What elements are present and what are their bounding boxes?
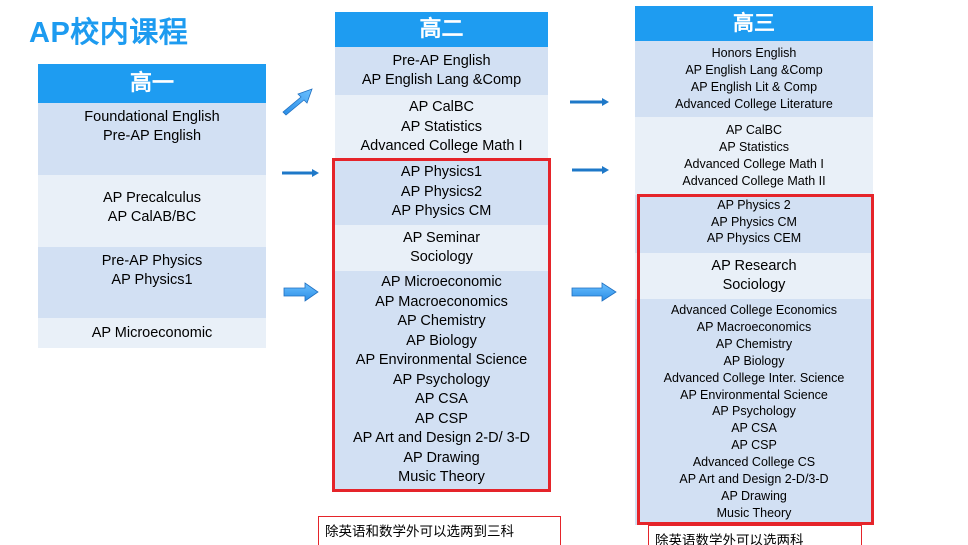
course-name: AP Macroeconomics [696, 319, 812, 334]
course-name: AP Chemistry [715, 336, 793, 351]
course-name: AP English Lang &Comp [361, 72, 522, 88]
course-name: Sociology [722, 277, 786, 293]
course-name: Advanced College Economics [670, 303, 838, 317]
course-name: Foundational English [84, 109, 220, 125]
course-name: AP CalAB/BC [107, 209, 197, 225]
course-name: AP Drawing [721, 488, 787, 503]
page-title: AP校内课程 [29, 17, 189, 49]
course-name: AP Physics1 [111, 272, 193, 288]
course-name: AP Microeconomic [91, 324, 213, 341]
course-name: AP Statistics [719, 140, 789, 155]
grade1-header: 高一 [38, 64, 266, 103]
grade2-selection-note: 除英语和数学外可以选两到三科 [318, 516, 561, 545]
course-name: AP Biology [723, 353, 785, 368]
course-name: AP Physics1 [400, 164, 483, 181]
course-name: Advanced College Inter. Science [663, 370, 845, 385]
course-name: Pre-AP Physics [101, 253, 203, 269]
thin-arrow-right-icon [282, 169, 319, 177]
course-name: Music Theory [716, 505, 792, 520]
course-name: Advanced College Math II [682, 173, 826, 188]
course-name: AP Physics CEM [706, 231, 802, 246]
course-name: AP Seminar [402, 229, 481, 246]
diagonal-arrow-icon [282, 88, 313, 116]
course-name: AP Environmental Science [355, 352, 528, 369]
grade2-header: 高二 [335, 12, 548, 47]
course-name: AP CSA [731, 421, 777, 436]
course-name: AP English Lit & Comp [690, 80, 818, 94]
grade3-physics-cell: AP Physics 2 AP Physics CM AP Physics CEM [635, 195, 873, 253]
grade2-english-cell: Pre-AP English AP English Lang &Comp [335, 47, 548, 95]
course-name: AP Art and Design 2-D/ 3-D [352, 430, 531, 447]
course-name: AP Physics 2 [717, 197, 791, 212]
grade2-elective-highlight [332, 158, 551, 492]
course-name: Pre-AP English [102, 128, 202, 144]
course-name: Advanced College Literature [675, 96, 833, 111]
course-name: Advanced College Math I [684, 157, 824, 171]
course-name: AP CalBC [408, 99, 474, 116]
course-name: AP Physics2 [400, 183, 483, 200]
course-name: Advanced College CS [692, 455, 816, 470]
course-name: AP Psychology [712, 404, 796, 419]
course-name: AP Art and Design 2-D/3-D [679, 472, 829, 487]
grade2-elective-cell: AP Microeconomic AP Macroeconomics AP Chem… [335, 271, 548, 490]
course-name: AP Precalculus [102, 190, 202, 206]
course-name: AP Biology [406, 332, 477, 349]
grade1-elective-cell: AP Microeconomic [38, 318, 266, 348]
thin-arrow-right-icon [570, 98, 609, 106]
course-name: Advanced College Math I [360, 138, 523, 155]
course-name: AP Statistics [400, 118, 483, 135]
grade3-header: 高三 [635, 6, 873, 41]
grade3-elective-cell: Advanced College Economics AP Macroeconom… [635, 299, 873, 525]
grade2-column: 高二 Pre-AP English AP English Lang &Comp A… [335, 12, 548, 490]
course-name: AP CSP [415, 410, 468, 427]
grade1-math-cell: AP Precalculus AP CalAB/BC [38, 175, 266, 247]
grade2-physics-cell: AP Physics1 AP Physics2 AP Physics CM [335, 160, 548, 225]
course-name: Music Theory [398, 469, 485, 486]
course-name: AP Drawing [403, 449, 480, 466]
course-name: AP Physics CM [391, 203, 492, 220]
grade3-selection-note: 除英语数学外可以选两科 [648, 525, 862, 545]
grade3-english-cell: Honors English AP English Lang &Comp AP En… [635, 41, 873, 117]
course-name: AP CSP [731, 438, 777, 453]
course-name: AP Microeconomic [381, 274, 502, 291]
course-name: AP Physics CM [711, 214, 797, 229]
course-name: AP Macroeconomics [375, 293, 508, 310]
thin-arrow-right-icon [572, 166, 609, 174]
course-name: AP Chemistry [397, 313, 486, 330]
course-name: Pre-AP English [392, 52, 491, 69]
grade1-physics-cell: Pre-AP Physics AP Physics1 [38, 247, 266, 318]
arrow-right-icon [283, 282, 319, 302]
grade3-elective-highlight [637, 194, 874, 525]
course-name: AP English Lang &Comp [685, 63, 823, 78]
course-name: AP Environmental Science [680, 387, 828, 402]
course-name: Honors English [711, 46, 797, 61]
course-name: AP Psychology [392, 371, 491, 388]
course-name: Sociology [410, 249, 473, 265]
course-name: AP Research [711, 258, 797, 274]
arrow-right-icon [571, 282, 617, 302]
course-name: AP CalBC [725, 123, 783, 138]
course-name: AP CSA [415, 391, 468, 408]
